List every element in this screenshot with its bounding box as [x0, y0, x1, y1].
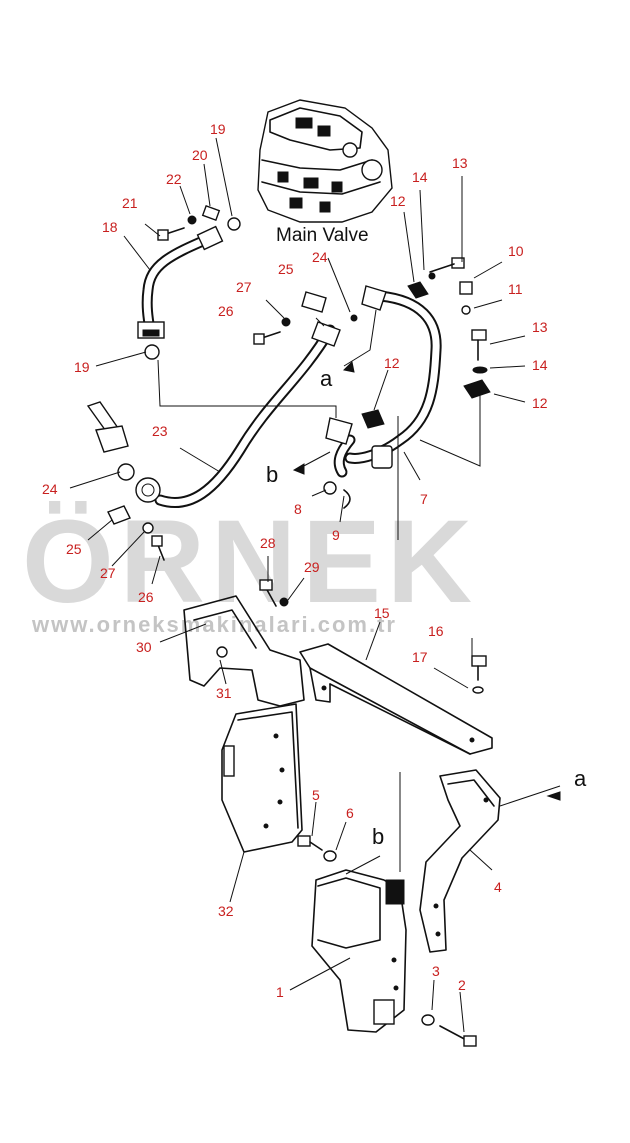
part-label-12-right: 12	[532, 395, 548, 411]
part-label-24-top: 24	[312, 249, 328, 265]
tag-b-upper: b	[266, 462, 278, 487]
part-label-26-left: 26	[138, 589, 154, 605]
bracket-4	[419, 769, 501, 953]
main-valve-assembly: Main Valve	[257, 99, 393, 246]
part-label-16: 16	[428, 623, 444, 639]
part-label-30: 30	[136, 639, 152, 655]
bracket-1	[311, 869, 407, 1033]
lever-handle	[86, 401, 129, 453]
part-label-25-left: 25	[66, 541, 82, 557]
part-label-32: 32	[218, 903, 234, 919]
part-label-27-left: 27	[100, 565, 116, 581]
part-label-13-top: 13	[452, 155, 468, 171]
watermark-brand: ÖRNEK	[22, 496, 478, 628]
tag-b-lower: b	[372, 824, 384, 849]
small-fittings	[107, 205, 488, 1047]
part-label-5: 5	[312, 787, 320, 803]
part-label-29: 29	[304, 559, 320, 575]
connection-tags: a a b b	[266, 366, 587, 849]
part-label-11: 11	[508, 281, 523, 297]
part-label-8: 8	[294, 501, 302, 517]
part-label-22: 22	[166, 171, 182, 187]
part-label-3: 3	[432, 963, 440, 979]
part-label-7: 7	[420, 491, 428, 507]
part-label-2: 2	[458, 977, 466, 993]
part-label-17: 17	[412, 649, 428, 665]
bracket-30-31	[183, 595, 305, 707]
part-label-14-right: 14	[532, 357, 548, 373]
part-label-20: 20	[192, 147, 208, 163]
part-label-1: 1	[276, 984, 284, 1000]
part-label-26-top: 26	[218, 303, 234, 319]
clamp-12-parts	[361, 281, 491, 429]
watermark-url: www.orneksmakinalari.com.tr	[31, 612, 397, 637]
leader-lines	[69, 137, 561, 1033]
part-label-19-top: 19	[210, 121, 226, 137]
part-number-labels: 1 2 3 4 5 6 7 8 9 10 11 12 12 12 13 13 1…	[42, 121, 548, 1000]
part-label-13-right: 13	[532, 319, 548, 335]
bracket-15	[299, 643, 493, 755]
part-label-21: 21	[122, 195, 138, 211]
part-label-9: 9	[332, 527, 340, 543]
part-label-27-top: 27	[236, 279, 252, 295]
hose-18	[137, 225, 224, 339]
part-label-10: 10	[508, 243, 524, 259]
part-label-24-left: 24	[42, 481, 58, 497]
bracket-32	[221, 703, 303, 853]
part-label-6: 6	[346, 805, 354, 821]
part-label-18: 18	[102, 219, 118, 235]
watermark: ÖRNEK www.orneksmakinalari.com.tr	[22, 496, 478, 637]
part-label-31: 31	[216, 685, 232, 701]
main-valve-label: Main Valve	[276, 225, 369, 246]
part-label-23: 23	[152, 423, 168, 439]
tag-a-upper: a	[320, 366, 333, 391]
part-label-4: 4	[494, 879, 502, 895]
part-label-28: 28	[260, 535, 276, 551]
tag-a-lower: a	[574, 766, 587, 791]
part-label-12-top: 12	[390, 193, 406, 209]
part-label-25-top: 25	[278, 261, 294, 277]
part-label-12-mid: 12	[384, 355, 400, 371]
part-label-15: 15	[374, 605, 390, 621]
part-label-19-left: 19	[74, 359, 90, 375]
hose-23	[135, 321, 341, 509]
hose-right	[325, 285, 442, 478]
part-label-14-top: 14	[412, 169, 428, 185]
